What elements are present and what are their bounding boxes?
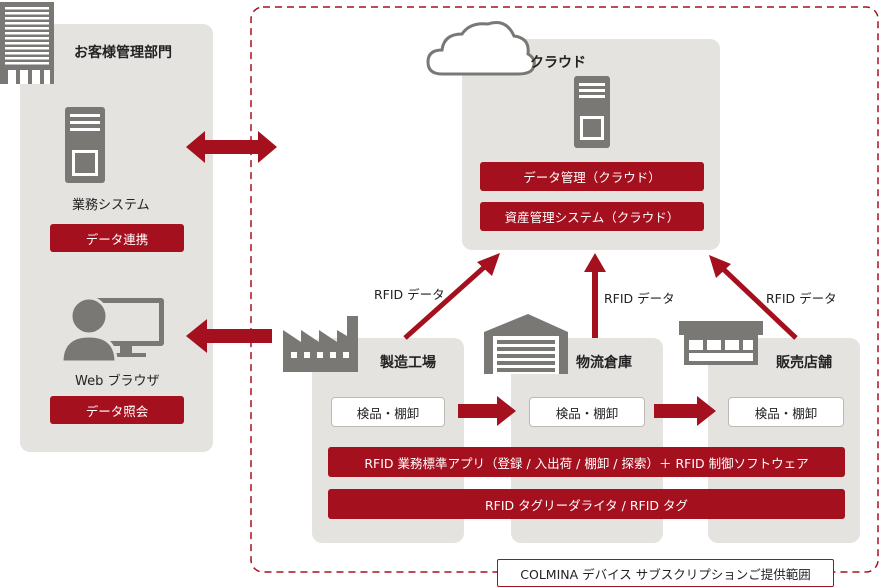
customer-title: お客様管理部門: [74, 45, 172, 61]
rfid-data-label-factory: RFID データ: [374, 287, 445, 302]
warehouse-title: 物流倉庫: [576, 355, 632, 371]
store-icon: [679, 321, 763, 365]
bidirectional-arrow: [186, 131, 277, 163]
cloud-icon: [426, 21, 536, 76]
data-link-box: データ連携: [50, 224, 184, 252]
business-system-label: 業務システム: [72, 198, 150, 213]
rfid-tag-bar: RFID タグリーダライタ / RFID タグ: [328, 489, 845, 519]
factory-icon: [283, 316, 358, 372]
rfid-data-label-warehouse: RFID データ: [604, 291, 675, 306]
factory-inspection-box: 検品・棚卸: [331, 397, 445, 427]
scope-caption: COLMINA デバイス サブスクリプションご提供範囲: [497, 559, 834, 587]
pc-user-icon: [60, 296, 164, 364]
arrow-warehouse-to-store: [654, 396, 716, 426]
store-inspection-box: 検品・棚卸: [728, 397, 844, 427]
browser-label: Web ブラウザ: [75, 374, 160, 389]
rfid-app-bar: RFID 業務標準アプリ（登録 / 入出荷 / 棚卸 / 探索）＋ RFID 制…: [328, 447, 845, 477]
cloud-title: クラウド: [530, 55, 586, 71]
arrow-to-browser: [186, 319, 272, 353]
asset-mgmt-box: 資産管理システム（クラウド）: [480, 202, 704, 231]
arrow-factory-to-cloud: [403, 253, 500, 340]
warehouse-icon: [484, 314, 568, 374]
arrow-store-to-cloud: [709, 255, 798, 340]
warehouse-inspection-box: 検品・棚卸: [529, 397, 645, 427]
factory-title: 製造工場: [380, 355, 436, 371]
rfid-data-label-store: RFID データ: [766, 291, 837, 306]
data-mgmt-box: データ管理（クラウド）: [480, 162, 704, 191]
server-icon: [65, 107, 105, 183]
office-building-icon: [0, 2, 54, 84]
cloud-server-icon: [574, 76, 610, 148]
store-title: 販売店舗: [776, 355, 832, 371]
data-lookup-box: データ照会: [50, 396, 184, 424]
arrow-warehouse-to-cloud: [584, 253, 606, 338]
arrow-factory-to-warehouse: [458, 396, 516, 426]
